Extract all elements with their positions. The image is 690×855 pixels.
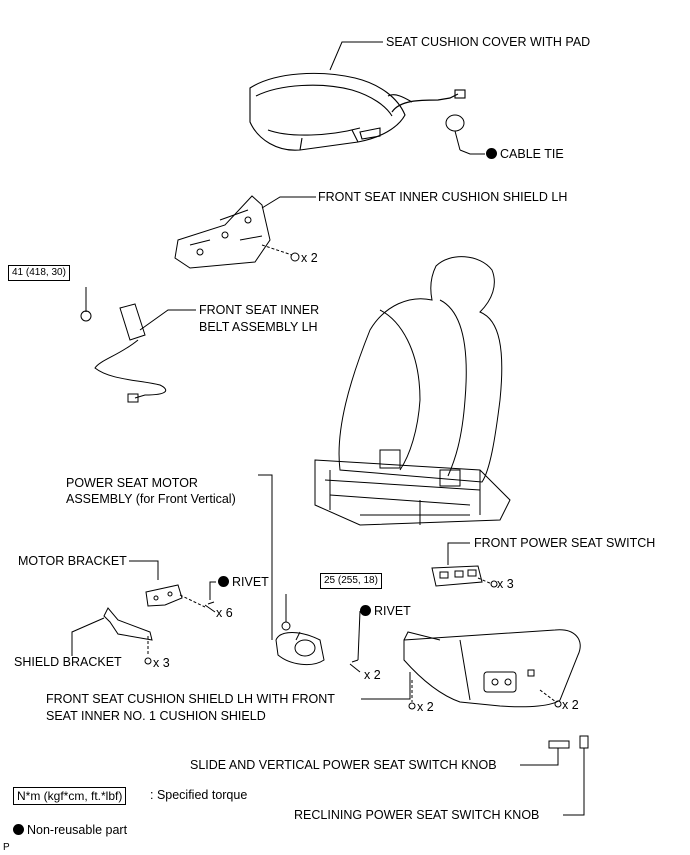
label-rivet-1: RIVET — [218, 575, 269, 590]
leader-motor-bracket — [129, 560, 159, 580]
label-cushion-shield-line2: SEAT INNER NO. 1 CUSHION SHIELD — [46, 709, 266, 723]
dash-screw-a — [261, 244, 293, 256]
seat-frame-drawing — [314, 256, 511, 526]
leader-cable-tie — [459, 149, 485, 155]
rivet-x2 — [349, 659, 361, 673]
label-cable-tie: CABLE TIE — [486, 147, 564, 162]
label-power-seat-switch: FRONT POWER SEAT SWITCH — [474, 536, 656, 550]
qty-x2-d: x 2 — [562, 698, 579, 712]
dash-shield-screw-c — [539, 689, 557, 703]
label-cushion-shield-line1: FRONT SEAT CUSHION SHIELD LH WITH FRONT — [46, 692, 335, 706]
dash-switch-screw — [477, 577, 493, 585]
belt-assembly-drawing — [94, 303, 167, 403]
leader-power-seat-motor — [258, 474, 273, 640]
label-reclining-knob: RECLINING POWER SEAT SWITCH KNOB — [294, 808, 540, 822]
leader-seat-cushion — [329, 41, 383, 71]
label-inner-cushion-shield: FRONT SEAT INNER CUSHION SHIELD LH — [318, 190, 568, 204]
leader-rivet-2 — [357, 610, 361, 661]
non-reusable-dot-icon — [218, 576, 229, 587]
slide-knob-drawing — [548, 740, 570, 749]
non-reusable-dot-icon — [360, 605, 371, 616]
qty-x6: x 6 — [216, 606, 233, 620]
label-belt-line2: BELT ASSEMBLY LH — [199, 320, 318, 334]
legend-torque-text: : Specified torque — [150, 788, 248, 802]
torque-box-41: 41 (418, 30) — [8, 265, 70, 281]
qty-x2-c: x 2 — [417, 700, 434, 714]
corner-mark: P — [3, 842, 10, 853]
cushion-shield-lh-drawing — [403, 629, 581, 708]
leader-belt — [139, 309, 196, 331]
torque-box-25: 25 (255, 18) — [320, 573, 382, 589]
label-rivet-2: RIVET — [360, 604, 411, 619]
label-shield-bracket: SHIELD BRACKET — [14, 655, 122, 669]
leader-slide-knob — [520, 748, 559, 766]
screw-shield-b — [408, 702, 416, 710]
screw-shield-c — [554, 700, 562, 708]
shield-bracket-drawing — [103, 607, 153, 641]
rivet-6 — [204, 601, 216, 613]
power-seat-motor-drawing — [275, 631, 325, 666]
nut-41 — [80, 310, 92, 322]
qty-x3-a: x 3 — [497, 577, 514, 591]
legend-nonreusable: Non-reusable part — [13, 823, 127, 838]
non-reusable-dot-icon — [13, 824, 24, 835]
leader-power-seat-switch — [447, 542, 470, 565]
screw-shield — [144, 657, 152, 665]
non-reusable-dot-icon — [486, 148, 497, 159]
cable-tie-drawing — [445, 114, 465, 151]
leader-rivet-1 — [209, 581, 216, 600]
bolt-25 — [281, 621, 291, 631]
screw-a — [290, 252, 300, 262]
motor-bracket-drawing — [145, 584, 183, 607]
label-motor-line1: POWER SEAT MOTOR — [66, 476, 198, 490]
qty-x2-b: x 2 — [364, 668, 381, 682]
screw-switch — [490, 580, 498, 588]
label-motor-line2: ASSEMBLY (for Front Vertical) — [66, 492, 236, 506]
label-motor-bracket: MOTOR BRACKET — [18, 554, 127, 568]
reclining-knob-drawing — [579, 735, 589, 749]
qty-x3-b: x 3 — [153, 656, 170, 670]
power-seat-switch-drawing — [431, 565, 483, 587]
leader-reclining-knob — [563, 748, 585, 816]
label-seat-cushion-cover: SEAT CUSHION COVER WITH PAD — [386, 35, 591, 49]
leader-shield-bracket — [71, 617, 105, 656]
dash-rivet-6 — [179, 594, 206, 608]
leader-cushion-shield — [361, 672, 411, 700]
qty-x2-a: x 2 — [301, 251, 318, 265]
label-belt-line1: FRONT SEAT INNER — [199, 303, 320, 317]
seat-cushion-cover-drawing — [249, 72, 466, 151]
leader-inner-cushion-shield — [261, 196, 316, 209]
legend-torque-box: N*m (kgf*cm, ft.*lbf) — [13, 787, 127, 805]
label-slide-knob: SLIDE AND VERTICAL POWER SEAT SWITCH KNO… — [190, 758, 497, 772]
inner-cushion-shield-drawing — [174, 195, 271, 269]
